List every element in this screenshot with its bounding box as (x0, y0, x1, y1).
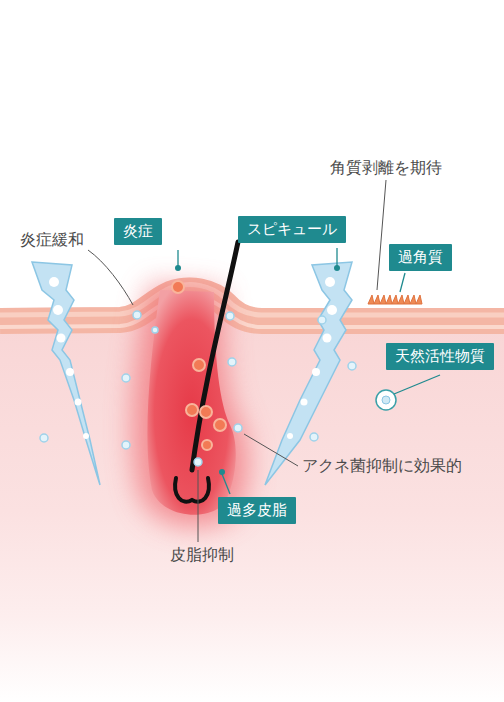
inflammation-relief-note: 炎症緩和 (20, 230, 84, 251)
inflammation-glow (133, 285, 248, 526)
tag-text: 炎症 (123, 221, 153, 242)
inflammation-tag: 炎症 (114, 218, 162, 245)
active-substance-marker (376, 390, 396, 410)
hair-bulb (175, 478, 209, 502)
epidermis-stripe (0, 285, 504, 315)
sebum-control-note: 皮脂抑制 (170, 545, 234, 566)
hyperkeratosis-tag: 過角質 (389, 244, 452, 271)
hair-shaft (192, 242, 238, 470)
leader-dots (175, 265, 340, 475)
tag-text: 過角質 (398, 247, 443, 268)
dermis (0, 278, 504, 702)
spicule-holes (49, 277, 337, 439)
active-substance-tag: 天然活性物質 (386, 343, 494, 370)
epidermis-stripe (0, 297, 504, 327)
exfoliation-note: 角質剥離を期待 (330, 158, 442, 179)
inflamed-follicle (147, 290, 235, 515)
bacteria-dots (172, 281, 226, 450)
spicule-tag: スピキュール (238, 216, 346, 243)
spicule (265, 262, 352, 485)
tag-text: 天然活性物質 (395, 346, 485, 367)
active-substance-marker-core (382, 396, 390, 404)
acne-bacteria-note: アクネ菌抑制に効果的 (302, 456, 462, 477)
label-leaders (88, 180, 386, 542)
hyperkeratosis (368, 295, 422, 304)
active-substance-dots (40, 311, 356, 466)
excess-sebum-tag: 過多皮脂 (218, 497, 296, 524)
spicule (32, 262, 100, 485)
tag-text: 過多皮脂 (227, 500, 287, 521)
tag-text: スピキュール (247, 219, 337, 240)
